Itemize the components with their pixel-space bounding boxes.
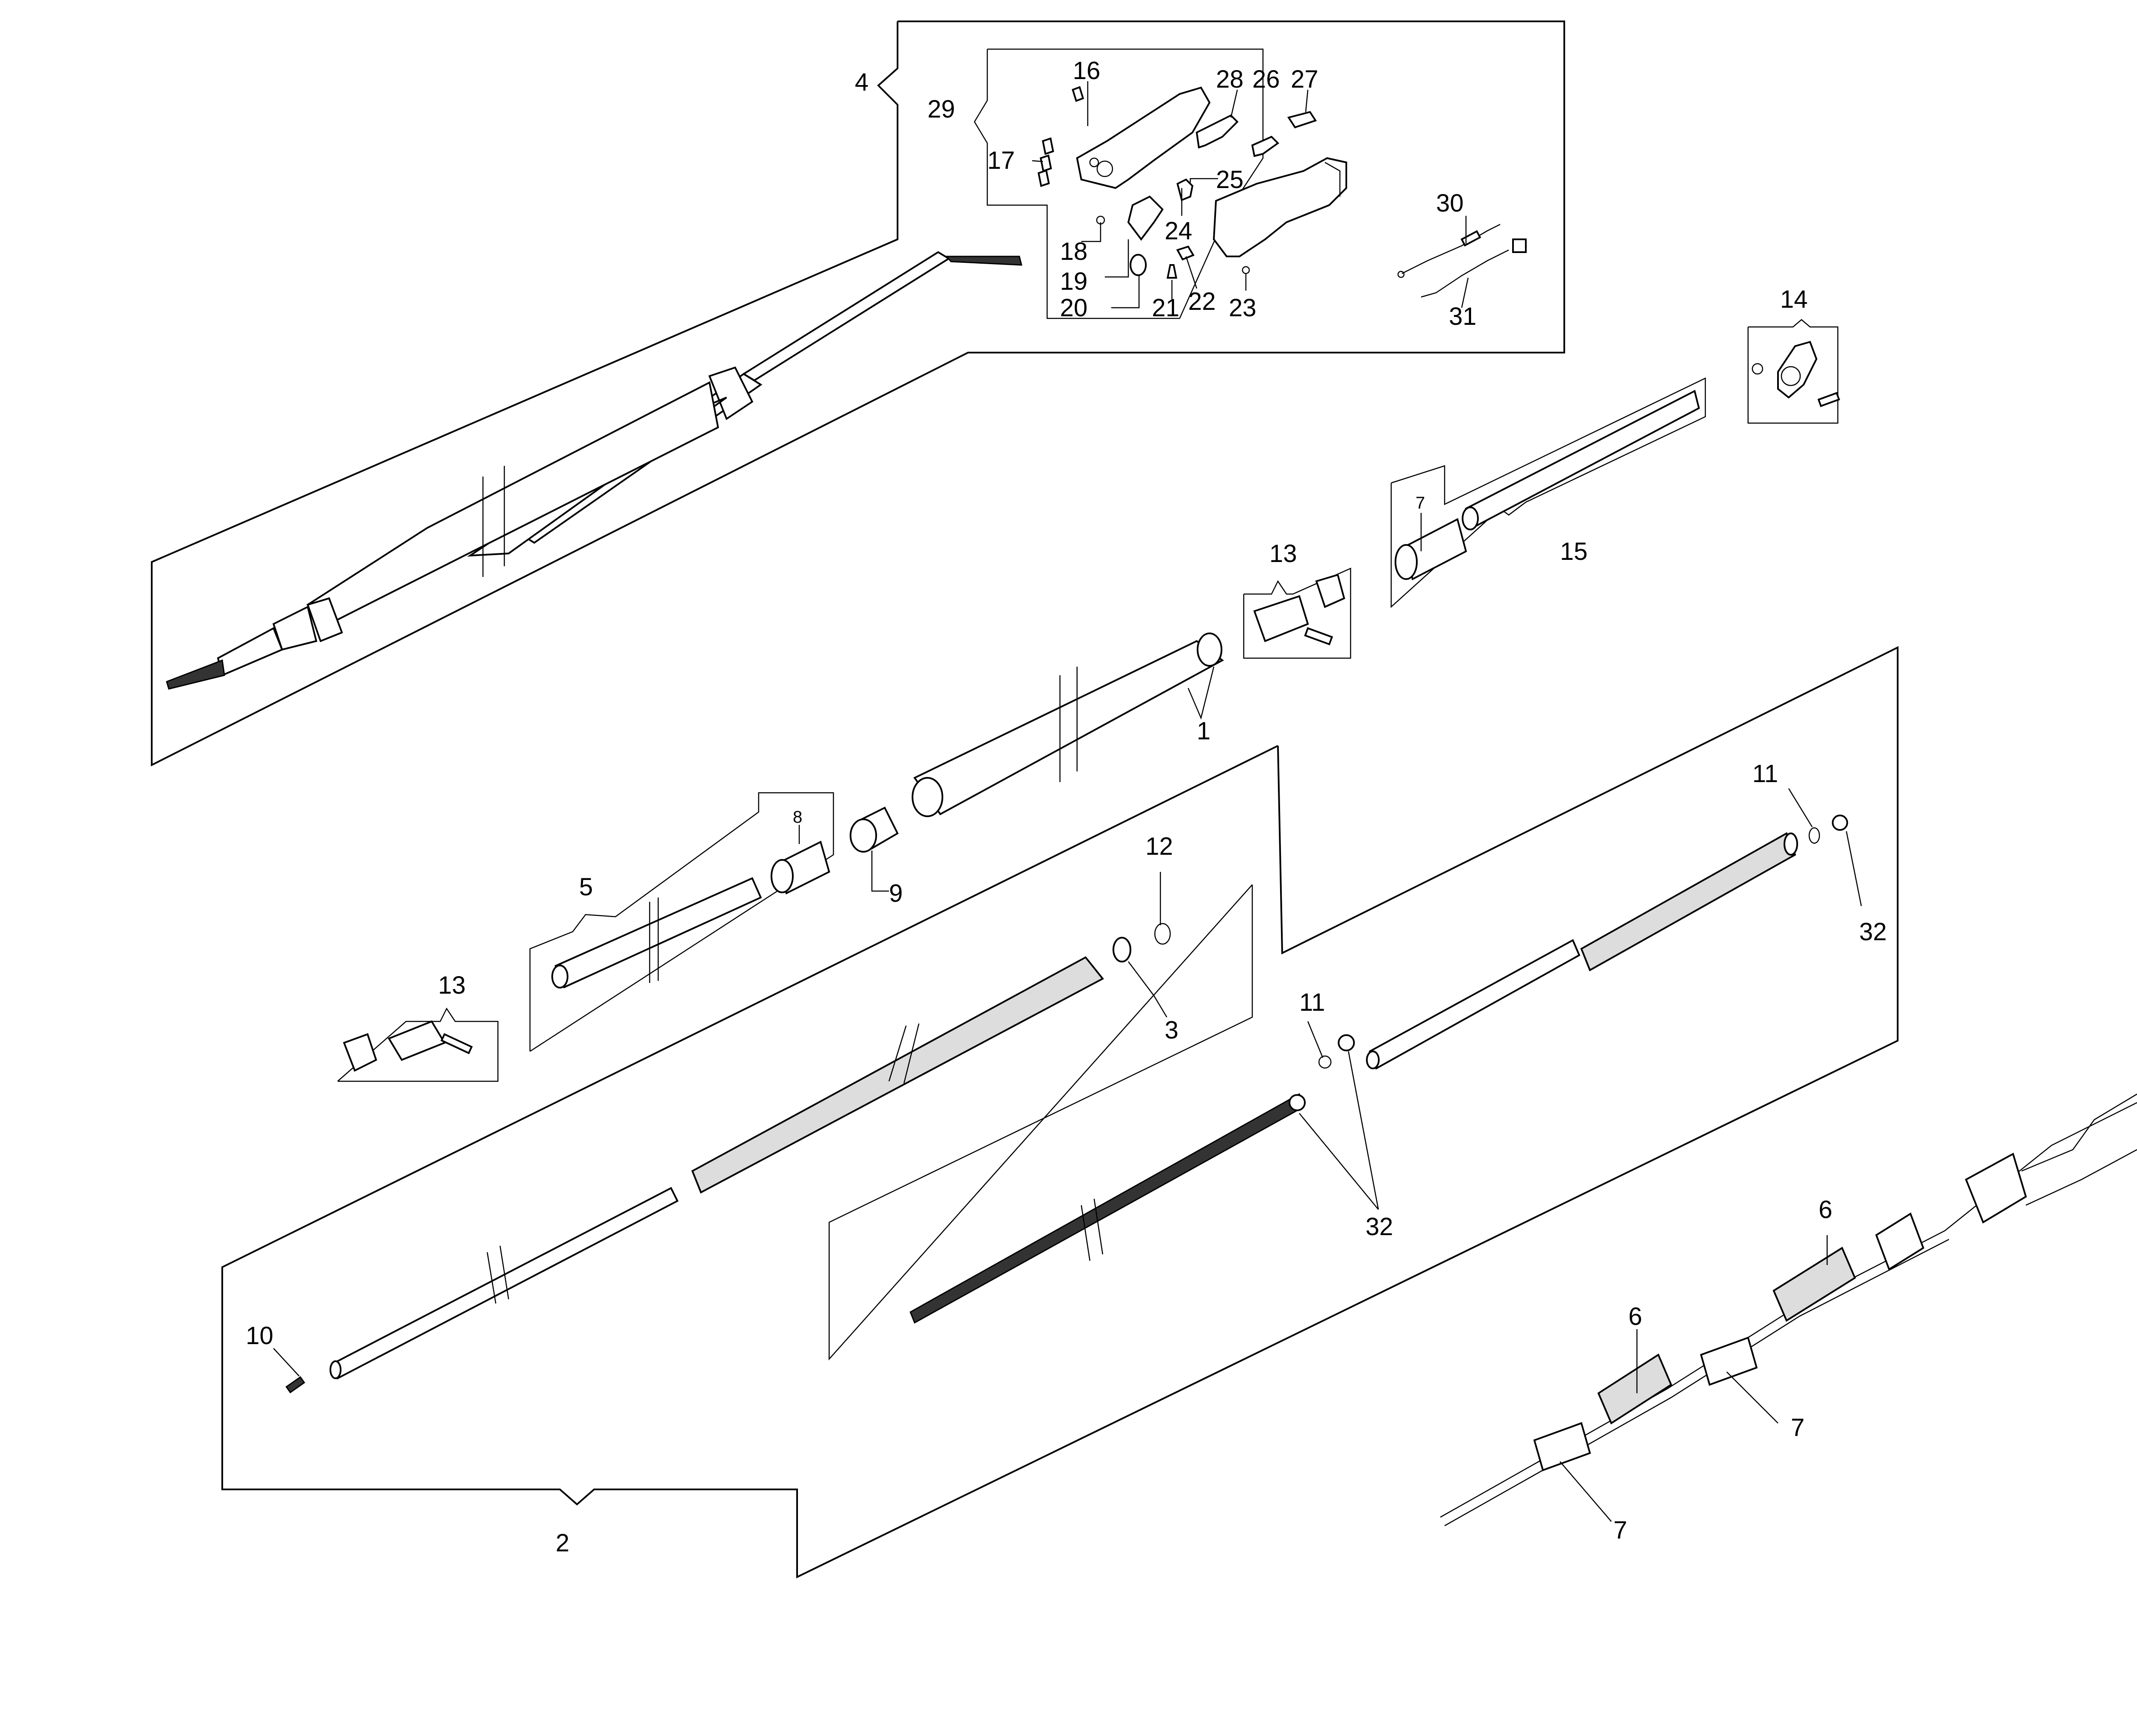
sleeve-8 <box>771 825 830 894</box>
outer-tube-2 <box>691 956 1104 1194</box>
handle-housing-lower <box>1213 157 1347 257</box>
screw-10 <box>273 1348 306 1394</box>
spring-6-upper <box>1772 1247 1856 1322</box>
callout-15: 15 <box>1560 538 1588 565</box>
callout-23: 23 <box>1229 294 1257 322</box>
callout-7-lower: 7 <box>1613 1516 1627 1544</box>
callout-11-upper: 11 <box>1752 760 1778 788</box>
callout-6-lower: 6 <box>1628 1303 1642 1330</box>
callout-19: 19 <box>1060 268 1088 295</box>
callout-7-mid: 7 <box>1791 1414 1804 1442</box>
callout-32-upper: 32 <box>1859 918 1887 946</box>
callout-29: 29 <box>927 95 955 123</box>
callout-13-upper: 13 <box>1269 540 1297 568</box>
spring-6-lower <box>1597 1353 1672 1424</box>
screws-17 <box>1037 86 1084 187</box>
pin-21 <box>1166 264 1177 279</box>
callout-21: 21 <box>1152 294 1180 322</box>
clamp-head <box>1875 1212 1925 1271</box>
callout-22: 22 <box>1188 288 1216 315</box>
callout-17: 17 <box>987 147 1015 174</box>
ring-20 <box>1130 254 1147 276</box>
callout-31: 31 <box>1449 303 1477 330</box>
tube-right <box>1366 832 1798 1070</box>
callout-32-lower: 32 <box>1366 1213 1393 1241</box>
group-4-frame <box>151 21 1565 767</box>
callout-27: 27 <box>1291 65 1319 93</box>
nut-23 <box>1242 266 1250 274</box>
handle-housing-upper <box>1076 86 1211 189</box>
callout-20: 20 <box>1060 294 1088 322</box>
drive-shaft <box>910 1093 1304 1324</box>
callout-8: 8 <box>793 808 802 827</box>
clip-24-25 <box>1176 178 1194 201</box>
ring-12 <box>1154 872 1171 945</box>
callout-3: 3 <box>1165 1016 1178 1044</box>
callout-10: 10 <box>246 1322 274 1350</box>
callout-9: 9 <box>889 880 903 907</box>
tube-15 <box>1462 390 1700 530</box>
callout-26: 26 <box>1252 65 1280 93</box>
bushing-3 <box>1113 937 1168 1018</box>
callout-24: 24 <box>1165 217 1192 245</box>
callout-1: 1 <box>1197 717 1210 745</box>
group-14-frame <box>1747 319 1839 424</box>
cable-30 <box>1397 216 1501 278</box>
callout-16: 16 <box>1073 57 1101 85</box>
sleeve-9 <box>850 806 899 892</box>
sleeve-7-mid <box>1700 1336 1758 1386</box>
callout-4: 4 <box>855 68 868 96</box>
tube-1 <box>912 633 1224 817</box>
callout-14: 14 <box>1780 285 1808 313</box>
group-3-frame <box>828 884 1253 1361</box>
callout-12: 12 <box>1145 833 1173 860</box>
callout-28: 28 <box>1216 65 1244 93</box>
housing-head <box>1965 1153 2027 1224</box>
callout-5: 5 <box>579 873 593 901</box>
callout-7-upper: 7 <box>1416 494 1425 512</box>
group-13-lower-frame <box>337 1007 499 1082</box>
callout-18: 18 <box>1060 238 1088 265</box>
washers-lower <box>1289 1021 1379 1210</box>
callout-11-lower: 11 <box>1299 989 1325 1016</box>
callout-2: 2 <box>556 1529 569 1557</box>
part-26 <box>1251 135 1280 157</box>
tube-5 <box>551 877 762 989</box>
sleeve-7-lower <box>1533 1422 1591 1471</box>
guard-19 <box>1127 195 1164 241</box>
switch-27 <box>1287 111 1317 129</box>
callout-13-lower: 13 <box>438 971 466 999</box>
bracket-14 <box>1751 341 1840 407</box>
block-22 <box>1176 245 1195 261</box>
cable-31 <box>1421 238 1527 308</box>
callout-6-upper: 6 <box>1819 1196 1832 1224</box>
lower-drive-leaders <box>1560 1235 1828 1522</box>
rod-2 <box>330 1187 679 1380</box>
clamp-13-lower <box>343 1020 473 1072</box>
washers-upper <box>1788 788 1862 906</box>
group-2-frame <box>221 646 1899 1579</box>
lower-drive-assembly <box>1440 1093 2137 1527</box>
group-13-upper-frame <box>1243 568 1351 659</box>
handle-leaders <box>1032 81 1309 309</box>
callout-25: 25 <box>1216 166 1244 194</box>
clamp-13-upper <box>1253 574 1345 645</box>
callout-30: 30 <box>1436 189 1464 217</box>
group-5-frame <box>529 792 834 1052</box>
upper-pole <box>166 251 1022 690</box>
sleeve-7-upper <box>1395 518 1467 580</box>
throttle-lever-28 <box>1195 114 1239 149</box>
